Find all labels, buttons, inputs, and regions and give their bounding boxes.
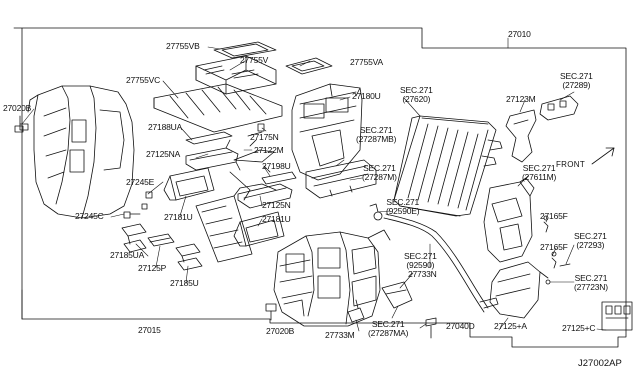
door-27181u-right	[233, 211, 285, 247]
label-27733n: 27733N	[408, 269, 437, 279]
label-27198u: 27198U	[262, 161, 291, 171]
label-27015: 27015	[138, 325, 161, 335]
leader-lines	[21, 37, 607, 332]
label-27125c: 27125+C	[562, 323, 596, 333]
label-27165f-b: 27165F	[540, 242, 568, 252]
bracket-27733n	[381, 281, 413, 309]
sec-27289-label: SEC.271(27289)	[560, 71, 593, 90]
grommet-92590e	[369, 203, 379, 213]
label-27020b-bottom: 27020B	[266, 326, 295, 336]
upper-case-27180u	[291, 83, 363, 181]
sec-27611m-label: SEC.271(27611M)	[522, 163, 557, 182]
label-27185ua: 27185UA	[110, 250, 145, 260]
sec-92590-label: SEC.271(92590)	[404, 251, 437, 270]
label-27755va: 27755VA	[350, 57, 383, 67]
strip-27188ua	[185, 123, 265, 145]
connector-27125c	[601, 301, 633, 331]
tube-92590	[373, 211, 499, 313]
clip-27020b-bottom	[265, 303, 277, 321]
diagram-id: J27002AP	[578, 358, 622, 369]
label-27755vc: 27755VC	[126, 75, 161, 85]
label-27181u-right: 27181U	[262, 214, 291, 224]
label-27245e: 27245E	[126, 177, 155, 187]
label-27010: 27010	[508, 29, 531, 39]
door-27181u-left	[163, 167, 215, 201]
tray-27287m	[305, 159, 377, 199]
label-27125na: 27125NA	[146, 149, 181, 159]
label-27020b-left: 27020B	[3, 103, 32, 113]
filter-frame-27755v	[195, 55, 277, 95]
label-27755v: 27755V	[240, 55, 269, 65]
label-27125a: 27125+A	[494, 321, 527, 331]
sec-27723n-label: SEC.271(27723N)	[574, 273, 608, 292]
sec-27620-label: SEC.271(27620)	[400, 85, 433, 104]
filter-plate-27755vc	[153, 83, 283, 133]
assembly-frame	[13, 27, 627, 348]
front-label: FRONT	[556, 160, 586, 169]
seal-27755vb	[213, 41, 277, 59]
clips-27245	[123, 191, 153, 219]
label-27123m: 27123M	[506, 94, 536, 104]
label-27188ua: 27188UA	[148, 122, 183, 132]
clip-27020b-left	[14, 115, 29, 133]
label-27180u: 27180U	[352, 91, 381, 101]
door-27125na	[185, 139, 241, 171]
label-27175n: 27175N	[250, 132, 279, 142]
sec-92590e-label: SEC.271(92590E)	[386, 197, 420, 216]
bracket-27123m	[505, 109, 537, 163]
duct-27611m	[483, 177, 535, 263]
label-27125p: 27125P	[138, 263, 167, 273]
lower-case-27015	[273, 229, 391, 327]
label-27165f-a: 27165F	[540, 211, 568, 221]
label-27040d: 27040D	[446, 321, 475, 331]
sec-27287ma-label: SEC.271(27287MA)	[368, 319, 409, 338]
sec-27287mb-label: SEC.271(27287MB)	[356, 125, 397, 144]
door-27185u	[175, 243, 203, 271]
door-27185ua	[121, 223, 147, 253]
label-27125n: 27125N	[262, 200, 291, 210]
label-27755vb: 27755VB	[166, 41, 200, 51]
link-27198u	[261, 165, 297, 185]
heater-core-27620	[393, 115, 503, 217]
duct-27125a	[489, 261, 549, 319]
bracket-27733m	[347, 299, 365, 323]
lever-27122m	[233, 139, 275, 163]
sec-27293-label: SEC.271(27293)	[574, 231, 607, 250]
door-27125p	[147, 233, 175, 247]
label-27185u: 27185U	[170, 278, 199, 288]
seal-27289	[539, 95, 579, 121]
left-housing	[27, 85, 135, 219]
label-27245c: 27245C	[75, 211, 104, 221]
sec-27287m-label: SEC.271(27287M)	[362, 163, 397, 182]
label-27733m: 27733M	[325, 330, 355, 340]
door-27125n	[237, 183, 293, 209]
label-27181u-left: 27181U	[164, 212, 193, 222]
label-27122m: 27122M	[254, 145, 284, 155]
front-arrow-icon	[591, 147, 615, 165]
